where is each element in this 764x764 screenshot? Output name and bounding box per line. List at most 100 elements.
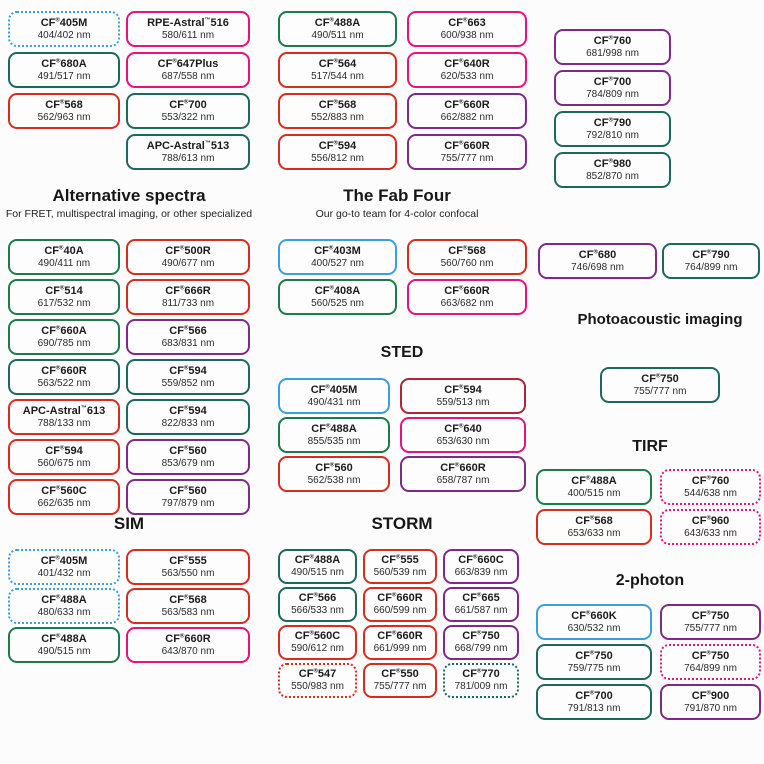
- dye-name: CF®790: [593, 116, 632, 129]
- dye-wavelengths: 563/583 nm: [161, 606, 215, 618]
- dye-name: CF®555: [381, 554, 419, 566]
- dye-wavelengths: 852/870 nm: [586, 170, 639, 182]
- dye-wavelengths: 490/515 nm: [291, 567, 344, 578]
- dye-wavelengths: 764/899 nm: [684, 261, 738, 273]
- dye-wavelengths: 400/515 nm: [567, 487, 621, 499]
- dye-name: CF®568: [575, 514, 613, 527]
- dye-wavelengths: 662/635 nm: [37, 497, 91, 509]
- dye-wavelengths: 788/613 nm: [161, 152, 215, 164]
- dye-name: CF®660R: [377, 592, 423, 604]
- dye-wavelengths: 553/322 nm: [161, 111, 215, 123]
- dye-wavelengths: 788/133 nm: [37, 417, 91, 429]
- dye-wavelengths: 653/630 nm: [436, 435, 490, 447]
- dye-name: CF®665: [462, 592, 500, 604]
- dye-name: CF®550: [381, 668, 419, 680]
- dye-wavelengths: 853/679 nm: [161, 457, 215, 469]
- dye-name: CF®40A: [44, 244, 84, 257]
- dye-name: CF®750: [691, 649, 730, 662]
- dye-name: CF®640R: [444, 57, 490, 70]
- dye-wavelengths: 681/998 nm: [586, 47, 639, 59]
- dye-wavelengths: 661/999 nm: [373, 643, 427, 654]
- section-title: Photoacoustic imaging: [577, 311, 743, 328]
- section-heading-fab-four: The Fab Four Our go-to team for 4-color …: [262, 186, 532, 220]
- dye-name: CF®566: [169, 324, 207, 337]
- dye-wavelengths: 490/677 nm: [161, 257, 215, 269]
- dye-name: CF®568: [45, 98, 83, 111]
- dye-name: CF®700: [575, 689, 613, 702]
- dye-name: CF®564: [318, 57, 357, 70]
- section-heading-storm: STORM: [278, 514, 526, 534]
- dye-wavelengths: 643/870 nm: [161, 645, 215, 657]
- dye-wavelengths: 600/938 nm: [440, 29, 494, 41]
- dye-wavelengths: 559/513 nm: [436, 396, 490, 408]
- dye-wavelengths: 560/675 nm: [37, 457, 91, 469]
- dye-name: CF®750: [462, 630, 500, 642]
- dye-name: CF®594: [169, 364, 207, 377]
- dye-wavelengths: 562/963 nm: [37, 111, 91, 123]
- dye-name: CF®560: [315, 461, 353, 474]
- dye-wavelengths: 480/633 nm: [37, 606, 91, 618]
- dye-name: CF®514: [45, 284, 83, 297]
- dye-name: CF®750: [575, 649, 613, 662]
- dye-name: CF®660R: [41, 364, 87, 377]
- dye-wavelengths: 797/879 nm: [161, 497, 215, 509]
- dye-wavelengths: 620/533 nm: [440, 70, 494, 82]
- dye-wavelengths: 668/799 nm: [454, 643, 508, 654]
- dye-name: CF®568: [169, 593, 207, 606]
- dye-wavelengths: 566/533 nm: [291, 605, 344, 616]
- dye-wavelengths: 517/544 nm: [311, 70, 364, 82]
- dye-name: APC-Astral™513: [146, 139, 230, 152]
- dye-wavelengths: 755/777 nm: [440, 152, 494, 164]
- dye-name: CF®594: [318, 139, 357, 152]
- dye-wavelengths: 791/813 nm: [567, 702, 621, 714]
- dye-name: RPE-Astral™516: [147, 16, 229, 29]
- dye-name: CF®568: [318, 98, 357, 111]
- dye-name: CF®488A: [314, 16, 361, 29]
- dye-wavelengths: 683/831 nm: [161, 337, 215, 349]
- dye-wavelengths: 643/633 nm: [684, 527, 737, 539]
- dye-name: CF®560C: [294, 630, 341, 642]
- dye-wavelengths: 662/882 nm: [440, 111, 494, 123]
- dye-name: CF®488A: [41, 593, 87, 606]
- dye-name: CF®660R: [165, 632, 211, 645]
- dye-name: CF®568: [448, 244, 486, 257]
- dye-name: CF®980: [593, 157, 632, 170]
